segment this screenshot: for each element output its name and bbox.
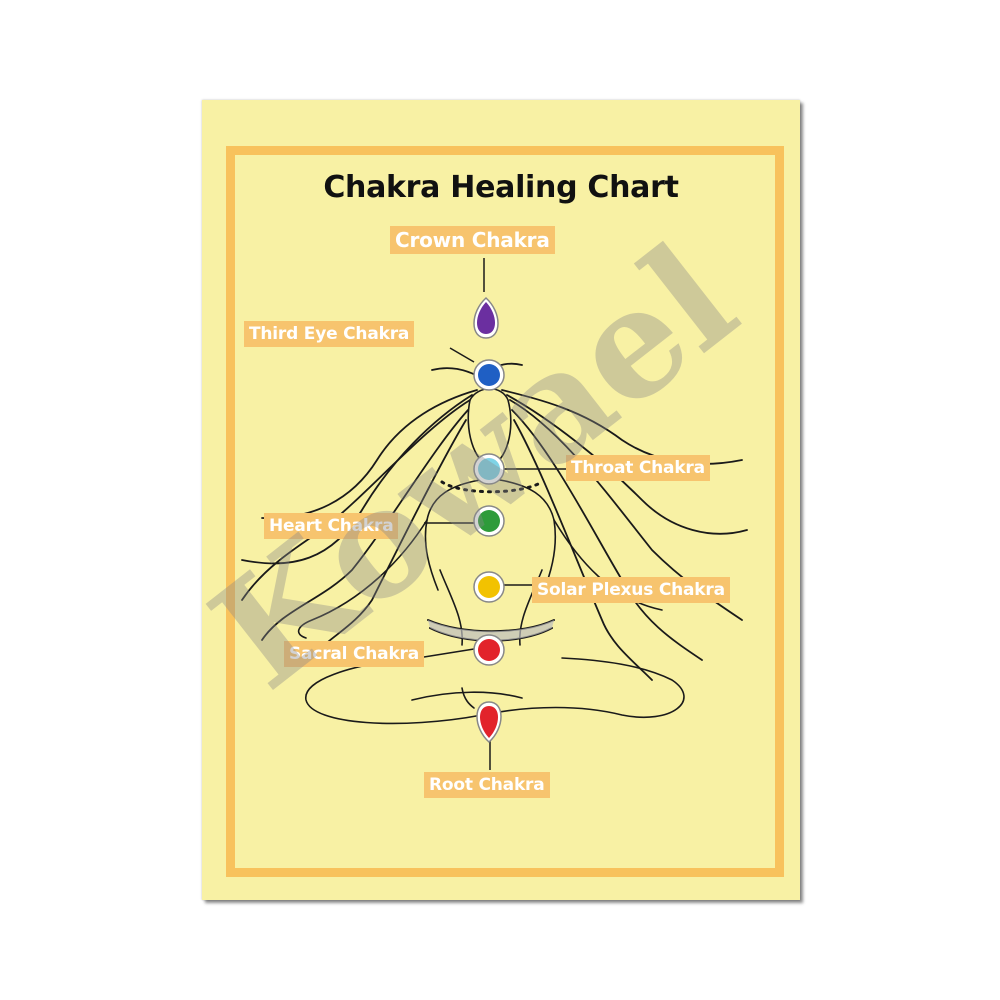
chakra-label-throat: Throat Chakra bbox=[566, 455, 710, 481]
chakra-label-sacral: Sacral Chakra bbox=[284, 641, 425, 667]
chakra-label-heart: Heart Chakra bbox=[264, 513, 399, 539]
chakra-marker-heart bbox=[473, 505, 505, 537]
chakra-label-solar-plexus: Solar Plexus Chakra bbox=[532, 577, 730, 603]
poster-frame bbox=[226, 146, 784, 877]
chakra-label-crown: Crown Chakra bbox=[390, 226, 555, 254]
chakra-marker-crown bbox=[473, 296, 499, 339]
poster-title: Chakra Healing Chart bbox=[323, 170, 679, 205]
chakra-label-third-eye: Third Eye Chakra bbox=[244, 321, 415, 347]
chakra-marker-sacral bbox=[473, 634, 505, 666]
chakra-marker-throat bbox=[473, 453, 505, 485]
chakra-label-root: Root Chakra bbox=[424, 772, 550, 798]
chakra-marker-root bbox=[476, 701, 502, 744]
chakra-marker-solar-plexus bbox=[473, 571, 505, 603]
poster-canvas: Chakra Healing Chart bbox=[202, 100, 800, 900]
chakra-markers bbox=[473, 296, 505, 744]
chakra-marker-third-eye bbox=[473, 359, 505, 391]
